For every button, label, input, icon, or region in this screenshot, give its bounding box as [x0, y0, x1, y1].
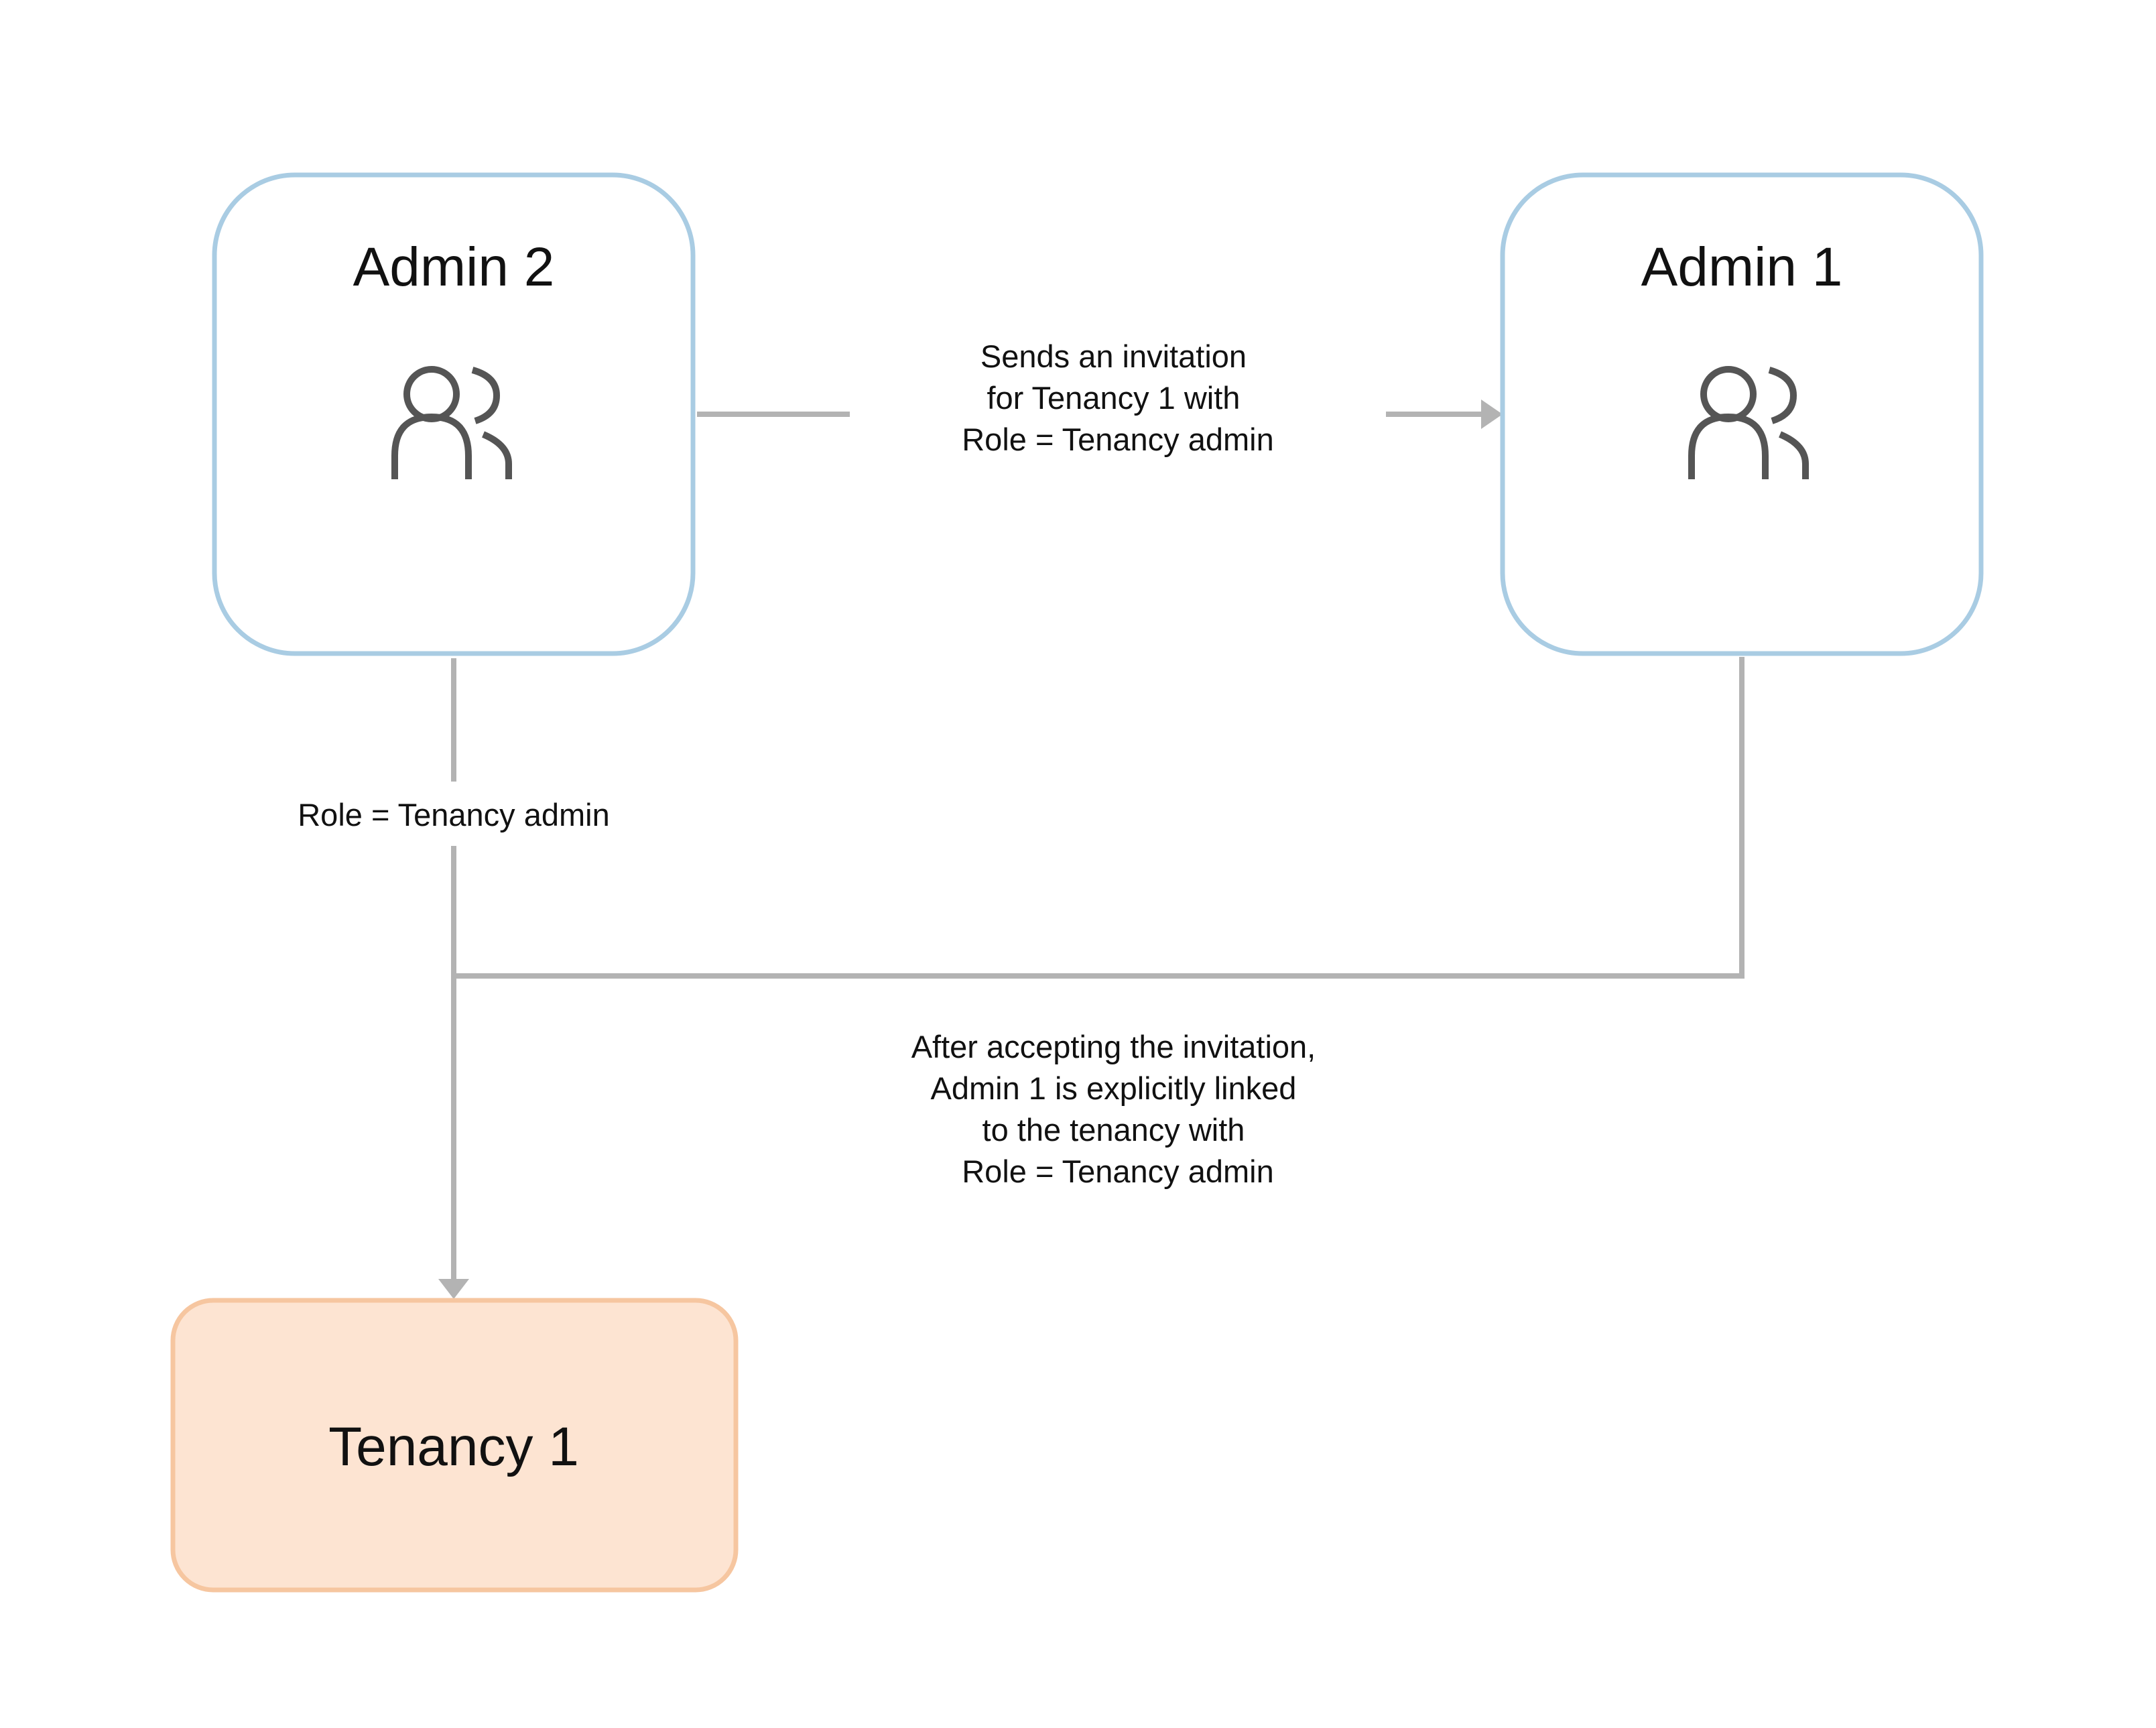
admin2-role-label: Role = Tenancy admin: [298, 797, 610, 832]
admin1-link-label-line: to the tenancy with: [982, 1112, 1245, 1148]
tenancy1-title: Tenancy 1: [328, 1416, 579, 1477]
admin1-title: Admin 1: [1641, 237, 1843, 298]
users-icon: [1688, 366, 1809, 479]
admin1-link-connector: [454, 657, 1745, 979]
tenancy1-box: [170, 1298, 739, 1593]
invite-connector: [697, 399, 1503, 429]
invite-label-line: for Tenancy 1 with: [987, 380, 1240, 416]
invite-label-line: Role = Tenancy admin: [962, 422, 1274, 457]
admin1-link-label: After accepting the invitation, Admin 1 …: [911, 1029, 1325, 1189]
tenancy1-node[interactable]: Tenancy 1: [170, 1298, 739, 1593]
admin1-link-label-line: After accepting the invitation,: [911, 1029, 1316, 1064]
admin2-box: [212, 172, 696, 656]
admin1-link-label-line: Role = Tenancy admin: [962, 1154, 1274, 1189]
admin2-title: Admin 2: [353, 237, 555, 298]
invite-label-line: Sends an invitation: [980, 338, 1247, 374]
admin1-link-label-line: Admin 1 is explicitly linked: [930, 1070, 1296, 1106]
arrowhead-down: [438, 1279, 469, 1299]
users-icon: [391, 366, 512, 479]
arrowhead-right: [1481, 399, 1503, 429]
admin2-role-label-line: Role = Tenancy admin: [298, 797, 610, 832]
admin2-node[interactable]: Admin 2: [212, 172, 696, 656]
admin1-node[interactable]: Admin 1: [1500, 172, 1984, 656]
admin2-tenancy-connector: [438, 658, 469, 1299]
invite-label: Sends an invitation for Tenancy 1 with R…: [962, 338, 1274, 457]
